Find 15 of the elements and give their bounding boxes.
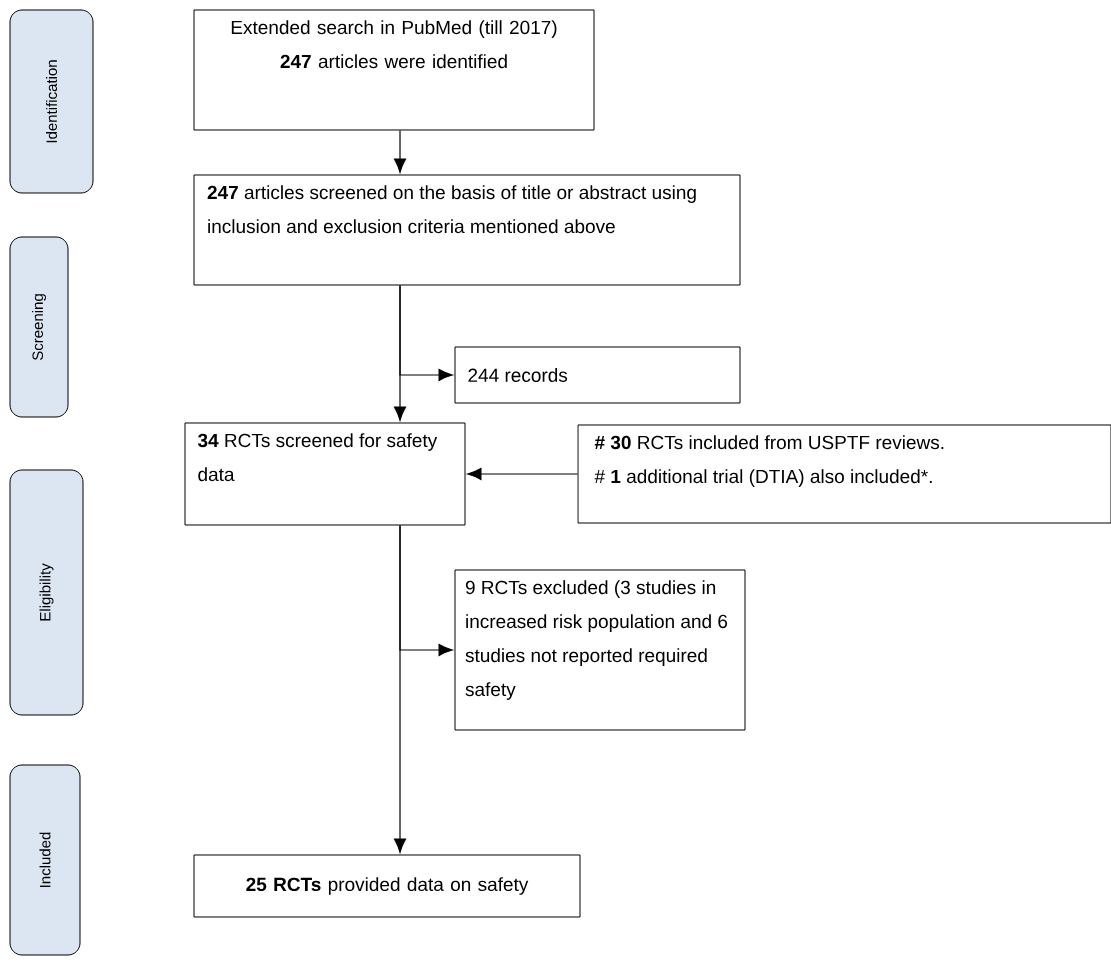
- arrow: [394, 284, 407, 421]
- process-box: Extended search in PubMed (till 2017) 247 articles were identified: [193, 9, 595, 131]
- phase-label: Screening: [9, 236, 69, 418]
- process-box: 247 articles screened on the basis of title or abstract using inclusion and exclusion criteria mentioned above: [193, 174, 741, 286]
- process-box: 34 RCTs screened for safety data: [184, 422, 466, 526]
- process-box: 244 records: [454, 346, 741, 404]
- phase-label: Included: [9, 764, 81, 956]
- phase-label: Identification: [9, 9, 94, 194]
- arrow: [394, 129, 407, 173]
- phase-label: Eligibility: [9, 469, 84, 716]
- arrow: [467, 468, 579, 480]
- process-box: 9 RCTs excluded (3 studies in increased risk population and 6 studies not reported required safety: [454, 569, 746, 731]
- process-box: # 30 RCTs included from USPTF reviews. # 1 additional trial (DTIA) also included*.: [577, 424, 1111, 524]
- arrow: [394, 524, 407, 853]
- process-box: 25 RCTs provided data on safety: [193, 854, 581, 918]
